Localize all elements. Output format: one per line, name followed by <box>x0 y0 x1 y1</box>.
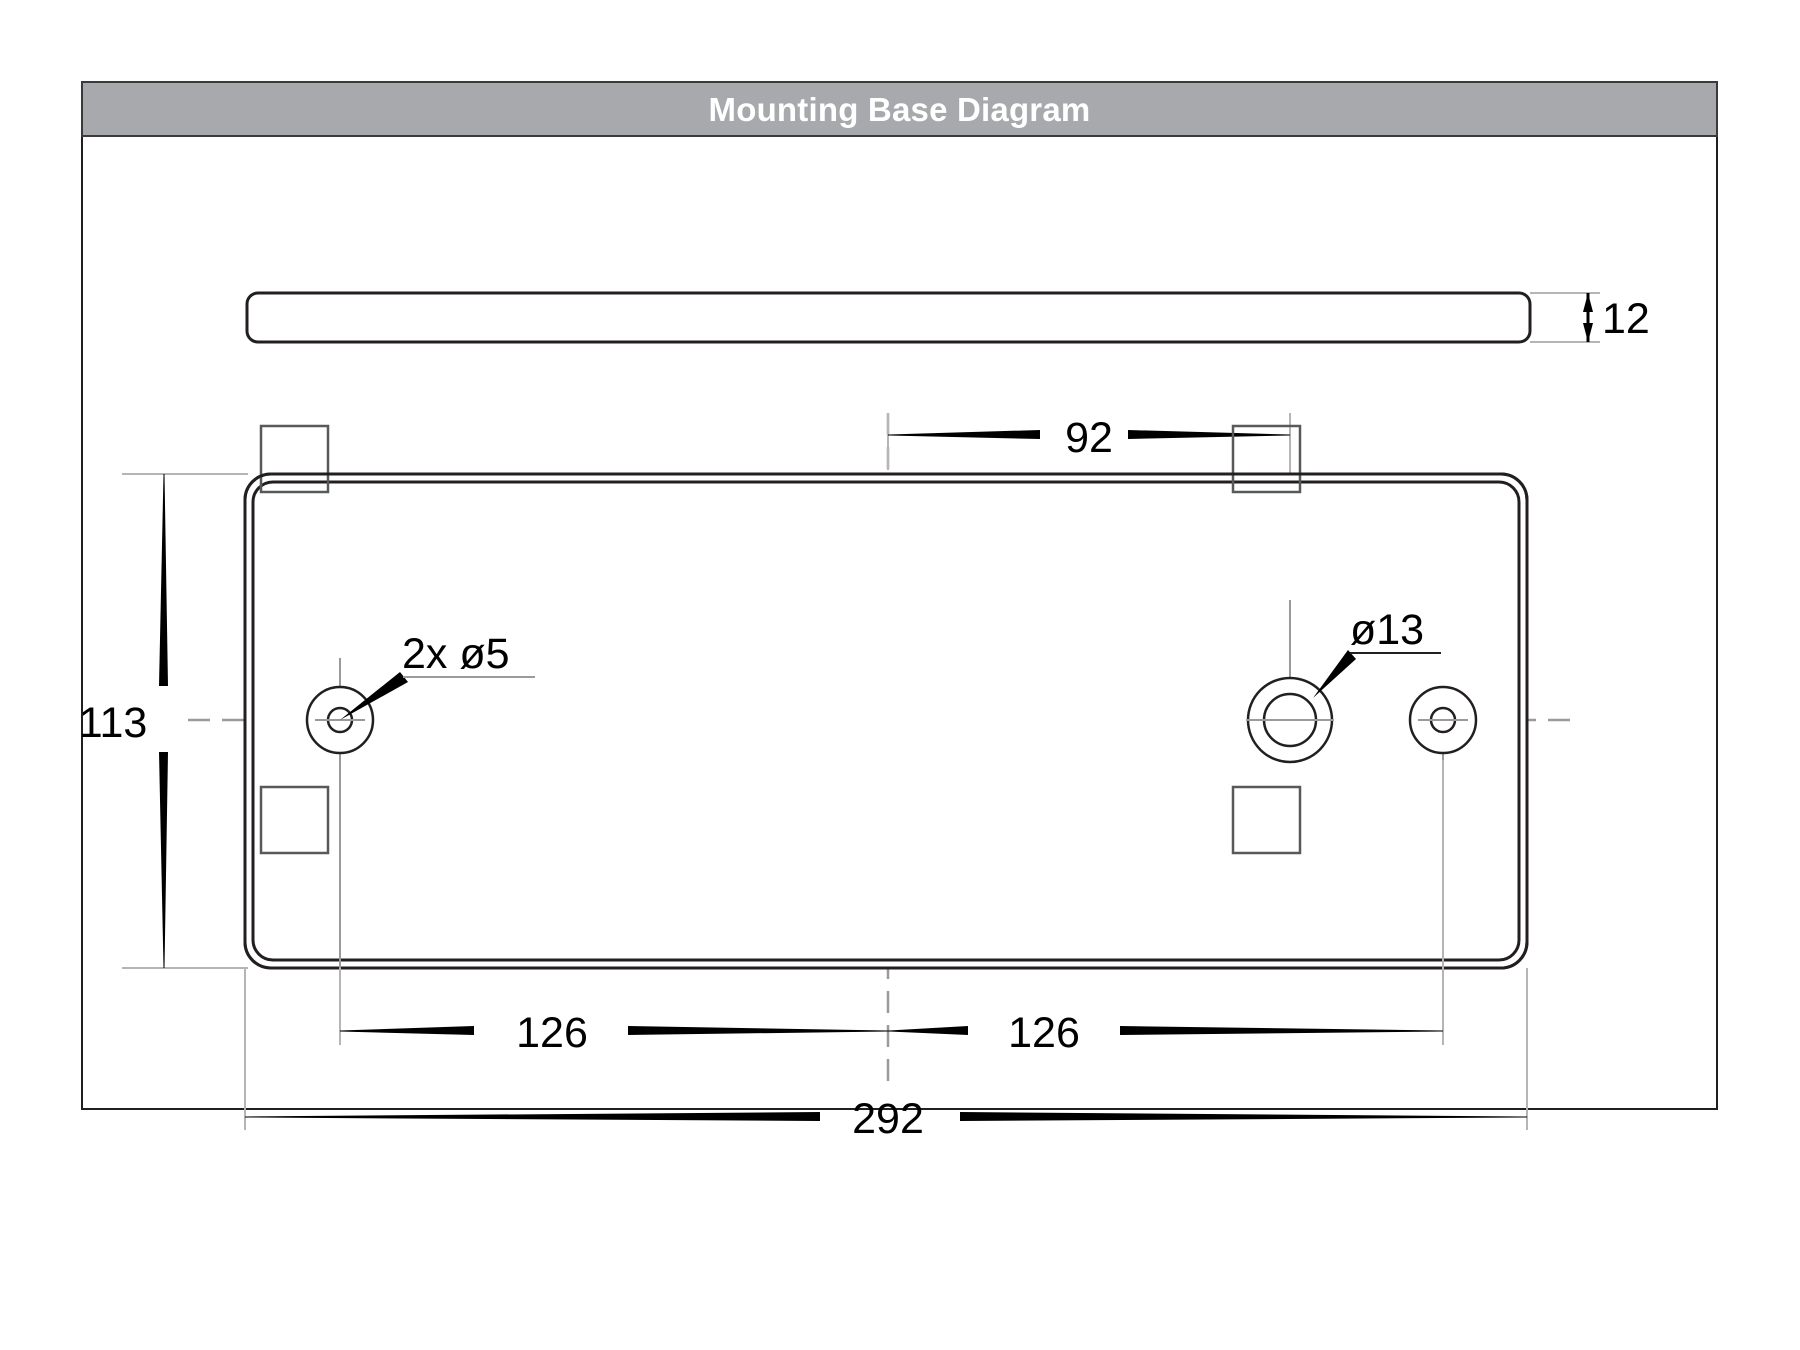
dimension-113-group: 113 <box>79 473 248 969</box>
dimension-92-group: 92 <box>887 413 1291 480</box>
dimension-126-left-group: 126 <box>339 968 888 1057</box>
plan-view-outer-outline <box>243 472 1529 970</box>
dim126L-arrow-left <box>340 1026 474 1035</box>
mounting-tab-top-left <box>259 424 330 494</box>
dim126L-arrow-right <box>628 1026 888 1035</box>
hole-right-small <box>1408 685 1478 840</box>
dimension-113: 113 <box>79 699 148 747</box>
plan-view-outline-overlay <box>243 472 1529 970</box>
side-elevation-view: 12 <box>245 291 1650 344</box>
dim92-arrow-left <box>888 430 1040 439</box>
thickness-arrow-down <box>1583 323 1593 342</box>
dim113-arrow-bottom <box>159 752 168 968</box>
dim126R-arrow-left <box>888 1026 968 1035</box>
callout-small-holes-label: 2x ø5 <box>402 630 510 678</box>
dimension-292: 292 <box>852 1095 924 1143</box>
dim92-arrow-right <box>1128 430 1290 439</box>
dim113-arrow-top <box>159 474 168 686</box>
dimension-126-right-group: 126 <box>888 760 1444 1057</box>
dim292-arrow-right <box>960 1112 1527 1121</box>
plan-view-inner-outline <box>251 480 1521 962</box>
thickness-arrow-up <box>1583 293 1593 312</box>
page-title: Mounting Base Diagram <box>708 90 1091 128</box>
dimension-292-group: 292 <box>244 968 1528 1143</box>
dimension-126-right: 126 <box>1008 1009 1080 1057</box>
hole-right-large <box>1246 600 1334 764</box>
dim126R-arrow-right <box>1120 1026 1443 1035</box>
callout-small-holes: 2x ø5 <box>340 630 535 720</box>
callout-large-hole: ø13 <box>1313 606 1441 698</box>
mounting-tab-bottom-left <box>259 785 330 855</box>
callout-small-holes-leader <box>340 672 408 720</box>
dim292-arrow-left <box>245 1112 820 1121</box>
callout-large-hole-leader <box>1313 650 1356 698</box>
dimension-92: 92 <box>1065 414 1113 462</box>
mounting-tab-top-right <box>1231 424 1302 494</box>
dimension-126-left: 126 <box>516 1009 588 1057</box>
dimension-thickness: 12 <box>1602 295 1650 343</box>
title-bar: Mounting Base Diagram <box>81 81 1718 137</box>
side-view-outline <box>245 291 1532 344</box>
callout-large-hole-label: ø13 <box>1350 606 1424 654</box>
mounting-tab-bottom-right <box>1231 785 1302 855</box>
plan-view: 2x ø5 ø13 <box>243 424 1529 970</box>
